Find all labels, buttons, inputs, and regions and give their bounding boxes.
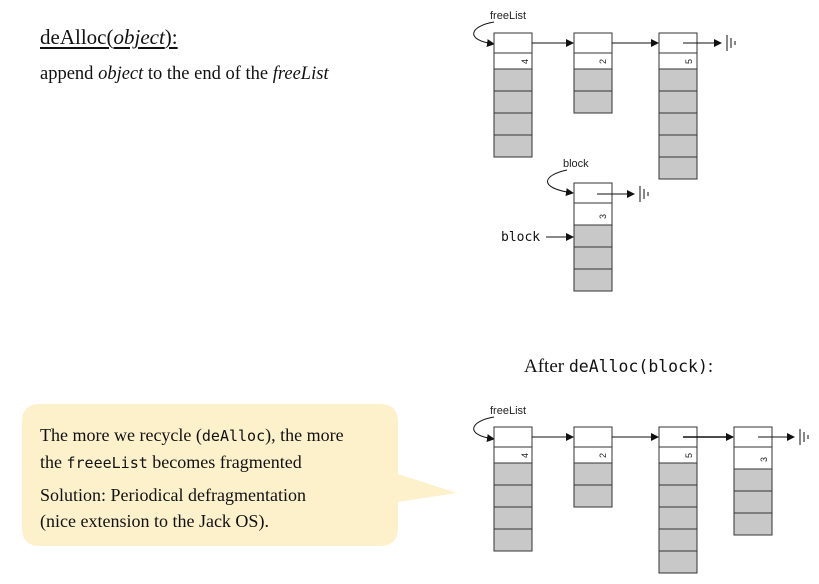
freelist-label: freeList xyxy=(490,405,526,417)
memory-block-2 xyxy=(573,426,613,508)
freelist-curve-arrow xyxy=(473,416,495,443)
block-size-label: 2 xyxy=(598,453,608,458)
memory-block-3 xyxy=(733,426,773,536)
block-size-label: 3 xyxy=(759,457,769,462)
callout-line: (nice extension to the Jack OS). xyxy=(40,511,269,531)
block-size-label: 3 xyxy=(598,214,608,219)
callout-line: Solution: Periodical defragmentation xyxy=(40,485,306,505)
null-ground-icon xyxy=(639,186,649,202)
description: append object to the end of the freeList xyxy=(40,64,329,84)
memory-block-4 xyxy=(493,426,533,552)
block-size-label: 4 xyxy=(520,59,530,64)
block-pointer-label: block xyxy=(501,230,540,245)
memory-block-4 xyxy=(493,32,533,158)
callout-text: The more we recycle (deAlloc), the more … xyxy=(40,422,344,534)
callout-line: the freeeList becomes fragmented xyxy=(40,452,302,472)
block-label: block xyxy=(563,158,589,170)
freelist-curve-arrow xyxy=(473,21,495,48)
block-size-label: 4 xyxy=(520,453,530,458)
null-ground-icon xyxy=(799,429,809,445)
null-ground-icon xyxy=(726,35,736,51)
callout-bubble xyxy=(22,404,457,546)
block-size-label: 2 xyxy=(598,59,608,64)
block-size-label: 5 xyxy=(684,59,694,64)
memory-block-3 xyxy=(573,182,613,292)
freelist-label: freeList xyxy=(490,10,526,22)
block-curve-arrow xyxy=(547,169,574,196)
memory-block-5 xyxy=(658,426,698,574)
block-size-label: 5 xyxy=(684,453,694,458)
memory-block-5 xyxy=(658,32,698,180)
page-title: deAlloc(object): xyxy=(40,25,178,49)
memory-block-2 xyxy=(573,32,613,114)
callout-line: The more we recycle (deAlloc), the more xyxy=(40,425,344,445)
after-dealloc-caption: After deAlloc(block): xyxy=(524,356,714,377)
